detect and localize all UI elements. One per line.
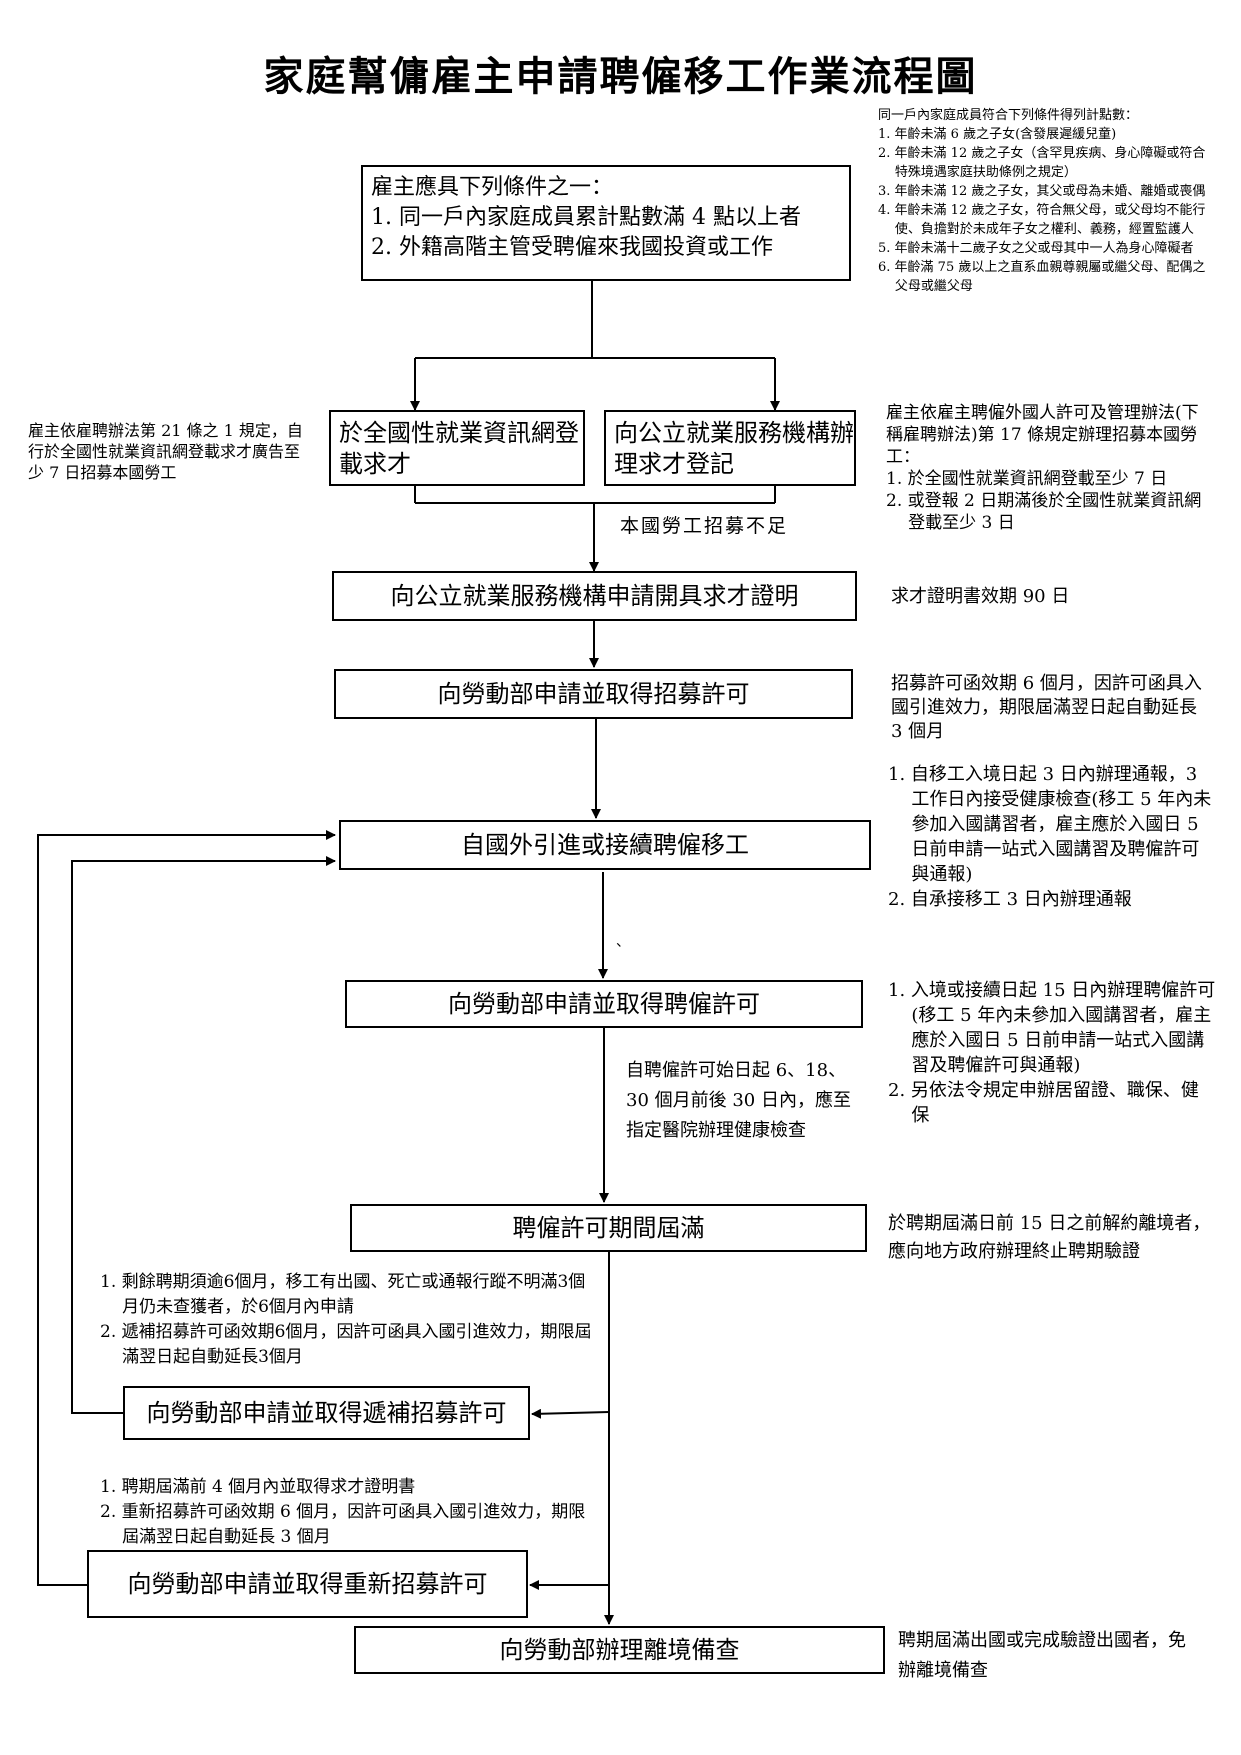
- box-online-job-posting: 於全國性就業資訊網登載求才: [329, 410, 585, 486]
- box-request-certificate: 向公立就業服務機構申請開具求才證明: [332, 571, 857, 621]
- note-health-check: 自聘僱許可始日起 6、18、30 個月前後 30 日內，應至指定醫院辦理健康檢查: [626, 1060, 851, 1141]
- points-note-heading: 同一戶內家庭成員符合下列條件得列計點數：: [878, 108, 1139, 123]
- label-domestic-shortage: 本國勞工招募不足: [620, 515, 789, 537]
- box-rerecruit-permit: 向勞動部申請並取得重新招募許可: [87, 1550, 528, 1618]
- employment-permit-item: 2. 另依法令規定申辦居留證、職保、健保: [888, 1080, 1199, 1126]
- replacement-item: 1. 剩餘聘期須逾6個月，移工有出國、死亡或通報行蹤不明滿3個月仍未查獲者，於6…: [100, 1272, 586, 1317]
- note-rerecruit-conditions: 1. 聘期屆滿前 4 個月內並取得求才證明書 2. 重新招募許可函效期 6 個月…: [100, 1475, 600, 1550]
- points-note-item: 4. 年齡未滿 12 歲之子女，符合無父母，或父母均不能行使、負擔對於未成年子女…: [878, 203, 1206, 237]
- recruit-rule-heading: 雇主依雇主聘僱外國人許可及管理辦法(下稱雇聘辦法)第 17 條規定辦理招募本國勞…: [886, 403, 1199, 467]
- replacement-item: 2. 遞補招募許可函效期6個月，因許可函具入國引進效力，期限屆滿翌日起自動延長3…: [100, 1322, 592, 1367]
- box-public-employment-registration: 向公立就業服務機構辦理求才登記: [604, 410, 856, 486]
- points-conditions-note: 同一戶內家庭成員符合下列條件得列計點數： 1. 年齡未滿 6 歲之子女(含發展遲…: [878, 106, 1214, 296]
- note-employment-permit-procedures: 1. 入境或接續日起 15 日內辦理聘僱許可(移工 5 年內未參加入國講習者，雇…: [888, 978, 1216, 1128]
- loop-replace-to-import: [71, 856, 336, 1414]
- rerecruit-item: 1. 聘期屆滿前 4 個月內並取得求才證明書: [100, 1477, 416, 1497]
- conditions-line: 2. 外籍高階主管受聘僱來我國投資或工作: [371, 235, 773, 260]
- points-note-item: 1. 年齡未滿 6 歲之子女(含發展遲緩兒童): [878, 127, 1117, 142]
- rerecruit-item: 2. 重新招募許可函效期 6 個月，因許可函具入國引進效力，期限屆滿翌日起自動延…: [100, 1502, 586, 1547]
- note-certificate-validity: 求才證明書效期 90 日: [891, 586, 1070, 607]
- page-title: 家庭幫傭雇主申請聘僱移工作業流程圖: [263, 53, 978, 100]
- recruit-rule-item: 1. 於全國性就業資訊網登載至少 7 日: [886, 469, 1168, 489]
- box-replacement-recruit-permit: 向勞動部申請並取得遞補招募許可: [123, 1386, 530, 1440]
- stray-mark: 、: [616, 934, 630, 950]
- import-procedure-item: 2. 自承接移工 3 日內辦理通報: [888, 889, 1132, 910]
- note-recruit-permit-validity: 招募許可函效期 6 個月，因許可函具入國引進效力，期限屆滿翌日起自動延長 3 個…: [891, 673, 1202, 742]
- import-procedure-item: 1. 自移工入境日起 3 日內辦理通報，3 工作日內接受健康檢查(移工 5 年內…: [888, 764, 1212, 885]
- conditions-heading: 雇主應具下列條件之一：: [371, 175, 614, 200]
- note-self-recruit-rule: 雇主依雇聘辦法第 21 條之 1 規定，自行於全國性就業資訊網登載求才廣告至少 …: [28, 421, 303, 482]
- employment-permit-item: 1. 入境或接續日起 15 日內辦理聘僱許可(移工 5 年內未參加入國講習者，雇…: [888, 980, 1216, 1076]
- note-recruit-domestic-rule: 雇主依雇主聘僱外國人許可及管理辦法(下稱雇聘辦法)第 17 條規定辦理招募本國勞…: [886, 402, 1204, 534]
- points-note-item: 3. 年齡未滿 12 歲之子女，其父或母為未婚、離婚或喪偶: [878, 184, 1206, 199]
- loop-rerecruit-to-import: [37, 830, 336, 1586]
- recruit-rule-item: 2. 或登報 2 日期滿後於全國性就業資訊網登載至少 3 日: [886, 491, 1202, 533]
- points-note-item: 2. 年齡未滿 12 歲之子女（含罕見疾病、身心障礙或符合特殊境遇家庭扶助條例之…: [878, 146, 1206, 180]
- note-early-termination: 於聘期屆滿日前 15 日之前解約離境者，應向地方政府辦理終止聘期驗證: [888, 1213, 1211, 1262]
- note-replacement-conditions: 1. 剩餘聘期須逾6個月，移工有出國、死亡或通報行蹤不明滿3個月仍未查獲者，於6…: [100, 1270, 600, 1370]
- box-recruit-permit: 向勞動部申請並取得招募許可: [334, 669, 853, 719]
- arrow-to-replace: [531, 1408, 610, 1419]
- note-import-procedures: 1. 自移工入境日起 3 日內辦理通報，3 工作日內接受健康檢查(移工 5 年內…: [888, 762, 1216, 912]
- points-note-item: 6. 年齡滿 75 歲以上之直系血親尊親屬或繼父母、配偶之父母或繼父母: [878, 260, 1206, 294]
- box-employer-conditions: 雇主應具下列條件之一： 1. 同一戶內家庭成員累計點數滿 4 點以上者 2. 外…: [361, 165, 851, 281]
- box-permit-expiry: 聘僱許可期間屆滿: [350, 1204, 867, 1252]
- conditions-line: 1. 同一戶內家庭成員累計點數滿 4 點以上者: [371, 205, 801, 230]
- box-employment-permit: 向勞動部申請並取得聘僱許可: [345, 980, 863, 1028]
- box-departure-filing: 向勞動部辦理離境備查: [354, 1626, 885, 1674]
- box-import-or-continue-worker: 自國外引進或接續聘僱移工: [339, 820, 871, 870]
- note-departure-exemption: 聘期屆滿出國或完成驗證出國者，免辦離境備查: [898, 1630, 1186, 1681]
- points-note-item: 5. 年齡未滿十二歲子女之父或母其中一人為身心障礙者: [878, 241, 1194, 256]
